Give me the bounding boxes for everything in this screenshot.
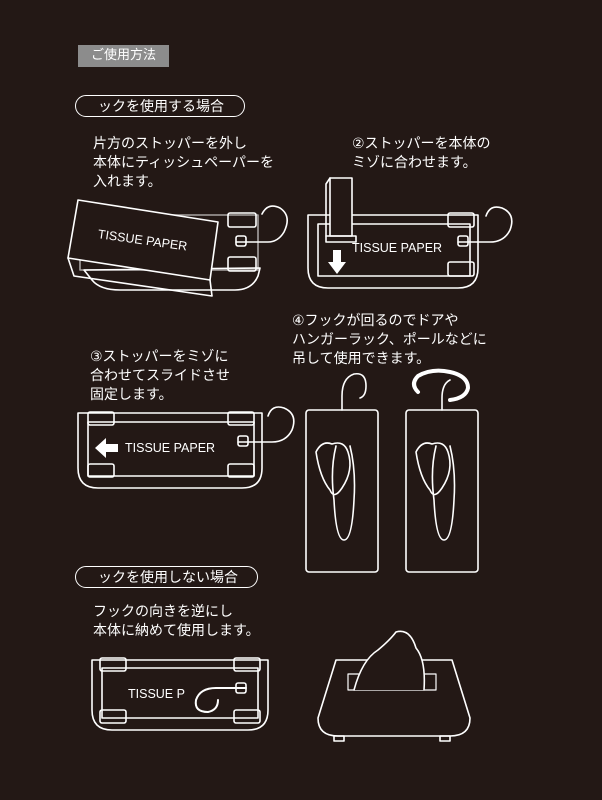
step1-text: 片方のストッパーを外し 本体にティッシュペーパーを 入れます。 <box>93 136 275 190</box>
step3-illustration <box>77 406 295 489</box>
step3-left-arrow <box>95 438 118 458</box>
step3-text: ③ストッパーをミゾに 合わせてスライドさせ 固定します。 <box>90 349 230 403</box>
section-title-without-hook: ックを使用しない場合 <box>75 566 258 588</box>
section2-step-text: フックの向きを逆にし 本体に納めて使用します。 <box>93 604 260 639</box>
step4-hanging-box-left <box>305 372 379 573</box>
section2-box-with-hook <box>91 657 269 731</box>
step1-illustration <box>67 199 288 297</box>
step2-box-label: TISSUE PAPER <box>352 241 442 255</box>
step4-text: ④フックが回るのでドアや ハンガーラック、ポールなどに 吊して使用できます。 <box>292 313 487 367</box>
step2-text: ②ストッパーを本体の ミゾに合わせます。 <box>352 136 491 171</box>
step2-down-arrow <box>328 250 346 274</box>
step4-hanging-box-right <box>405 368 479 573</box>
section-title-with-hook: ックを使用する場合 <box>75 95 245 117</box>
section2-box-label: TISSUE P <box>128 687 185 701</box>
step3-box-label: TISSUE PAPER <box>125 441 215 455</box>
usage-header: ご使用方法 <box>78 45 169 67</box>
section2-box-with-tissue <box>317 630 471 742</box>
step2-illustration <box>307 177 513 289</box>
